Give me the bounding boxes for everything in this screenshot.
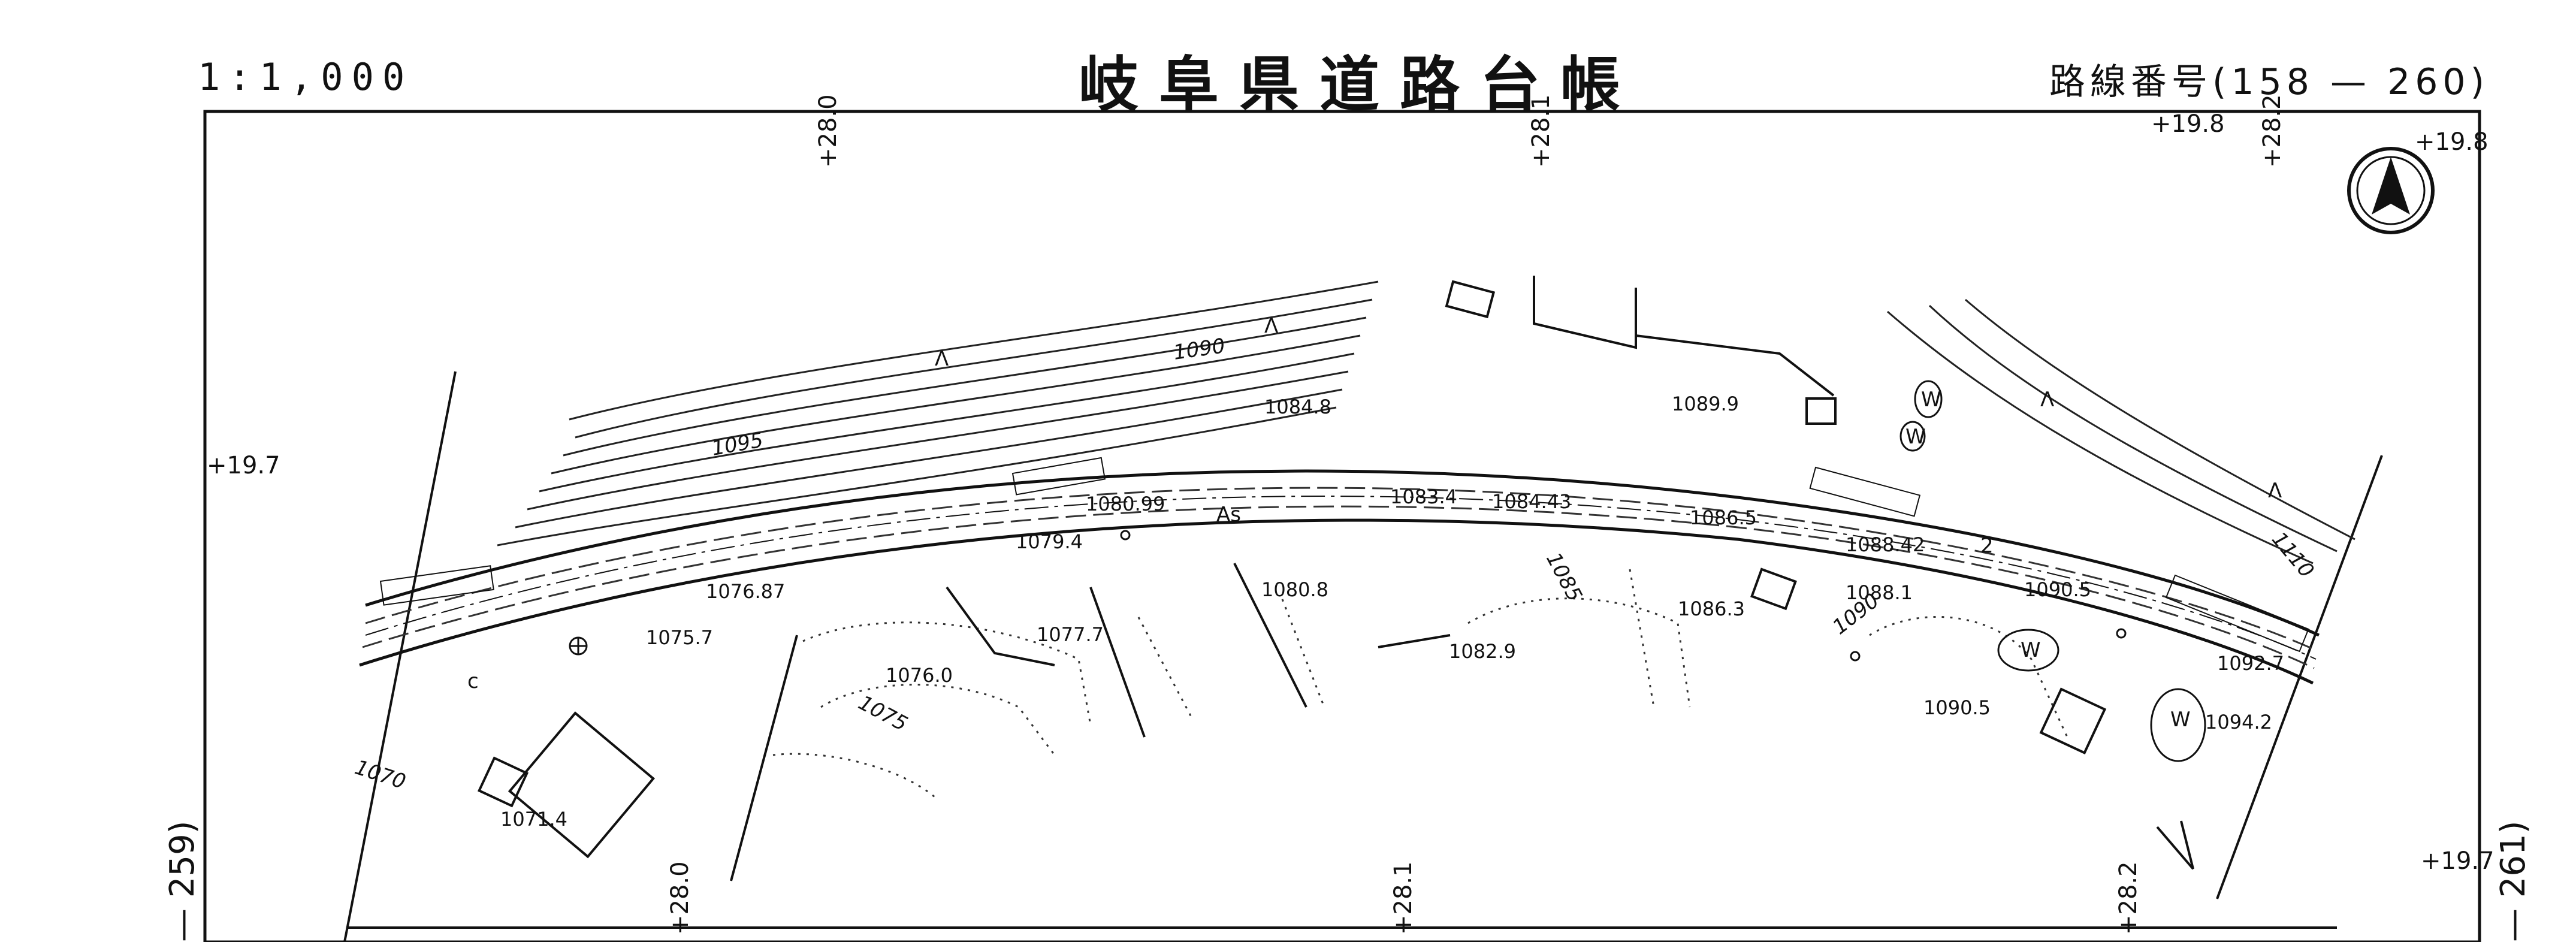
spot-height: 1080.99 [1086, 493, 1165, 515]
map-symbol: 2 [1980, 534, 1994, 558]
station-mark: +28.2 [2115, 861, 2142, 935]
page-title: 岐阜県道路台帳 [1079, 50, 1641, 120]
spot-height: 1086.3 [1678, 597, 1745, 620]
contour-label: 1075 [854, 691, 911, 736]
spot-height: 1071.4 [500, 808, 567, 831]
map-symbol: W [1905, 425, 1926, 449]
buildings [477, 280, 2107, 859]
station-mark: +28.0 [666, 861, 694, 935]
map-frame [203, 110, 2481, 942]
spot-height: 1094.2 [2205, 711, 2272, 733]
station-mark: +28.2 [2258, 94, 2286, 168]
map-symbol: Λ [2268, 479, 2282, 503]
survey-points [569, 530, 2127, 662]
contours [497, 280, 2355, 564]
station-mark: +28.0 [814, 94, 842, 168]
surface-label: As [1216, 503, 1241, 527]
guardrails [379, 457, 2309, 653]
spot-height: 1086.5 [1690, 506, 1757, 529]
map-symbol: Λ [935, 347, 949, 371]
spot-height: 1088.1 [1846, 581, 1913, 604]
spot-height: 1089.9 [1672, 393, 1739, 415]
lot-boundaries [772, 569, 2068, 798]
spot-height: 1084.8 [1264, 395, 1331, 418]
spot-height: 1080.8 [1261, 578, 1328, 601]
contour-label: 1085 [1541, 548, 1587, 605]
spot-height: 1075.7 [646, 626, 713, 649]
north-arrow-icon [2347, 147, 2435, 234]
map-symbol: W [2170, 708, 2191, 732]
station-mark: +19.7 [207, 452, 280, 479]
map-symbol: Λ [1264, 314, 1278, 338]
contour-label: 1095 [710, 428, 765, 460]
station-mark: +19.8 [2151, 110, 2225, 138]
station-mark: +28.1 [1527, 94, 1555, 168]
spot-height: 1083.4 [1390, 485, 1457, 508]
map-symbol: c [467, 669, 479, 693]
road-inner [362, 487, 2317, 669]
spot-height: 1090.5 [1923, 696, 1991, 719]
lot-lines [730, 276, 2194, 881]
road-centerline [365, 496, 2317, 660]
spot-height: 1090.5 [2024, 578, 2091, 601]
station-mark: +19.7 [2421, 847, 2495, 875]
station-mark: +19.8 [2415, 128, 2489, 156]
spot-height: 1084.43 [1492, 490, 1571, 513]
map-boundary-left [343, 371, 457, 942]
spot-height: 1082.9 [1449, 640, 1516, 663]
spot-height: 1092.7 [2217, 652, 2284, 675]
spot-height: 1076.87 [706, 580, 785, 603]
contour-label: 1110 [2267, 527, 2318, 582]
map-symbol: Λ [2040, 388, 2054, 412]
route-number: 路線番号(158 — 260) [2049, 61, 2490, 103]
spot-height: 1077.7 [1037, 623, 1104, 646]
sheet-prev: — 259) [163, 820, 202, 942]
station-mark: +28.1 [1390, 861, 1417, 935]
header: 1:1,000 岐阜県道路台帳 路線番号(158 — 260) [0, 0, 2576, 120]
road [359, 469, 2320, 685]
spot-height: 1088.42 [1846, 533, 1925, 556]
spot-height: 1079.4 [1016, 530, 1083, 553]
spot-height: 1076.0 [886, 664, 953, 687]
map-scale: 1:1,000 [198, 55, 413, 99]
map-symbol: W [1921, 388, 1941, 412]
sheet-next: — 261) [2494, 820, 2533, 942]
map-symbol: W [2021, 638, 2041, 662]
ponds [1899, 380, 2206, 762]
